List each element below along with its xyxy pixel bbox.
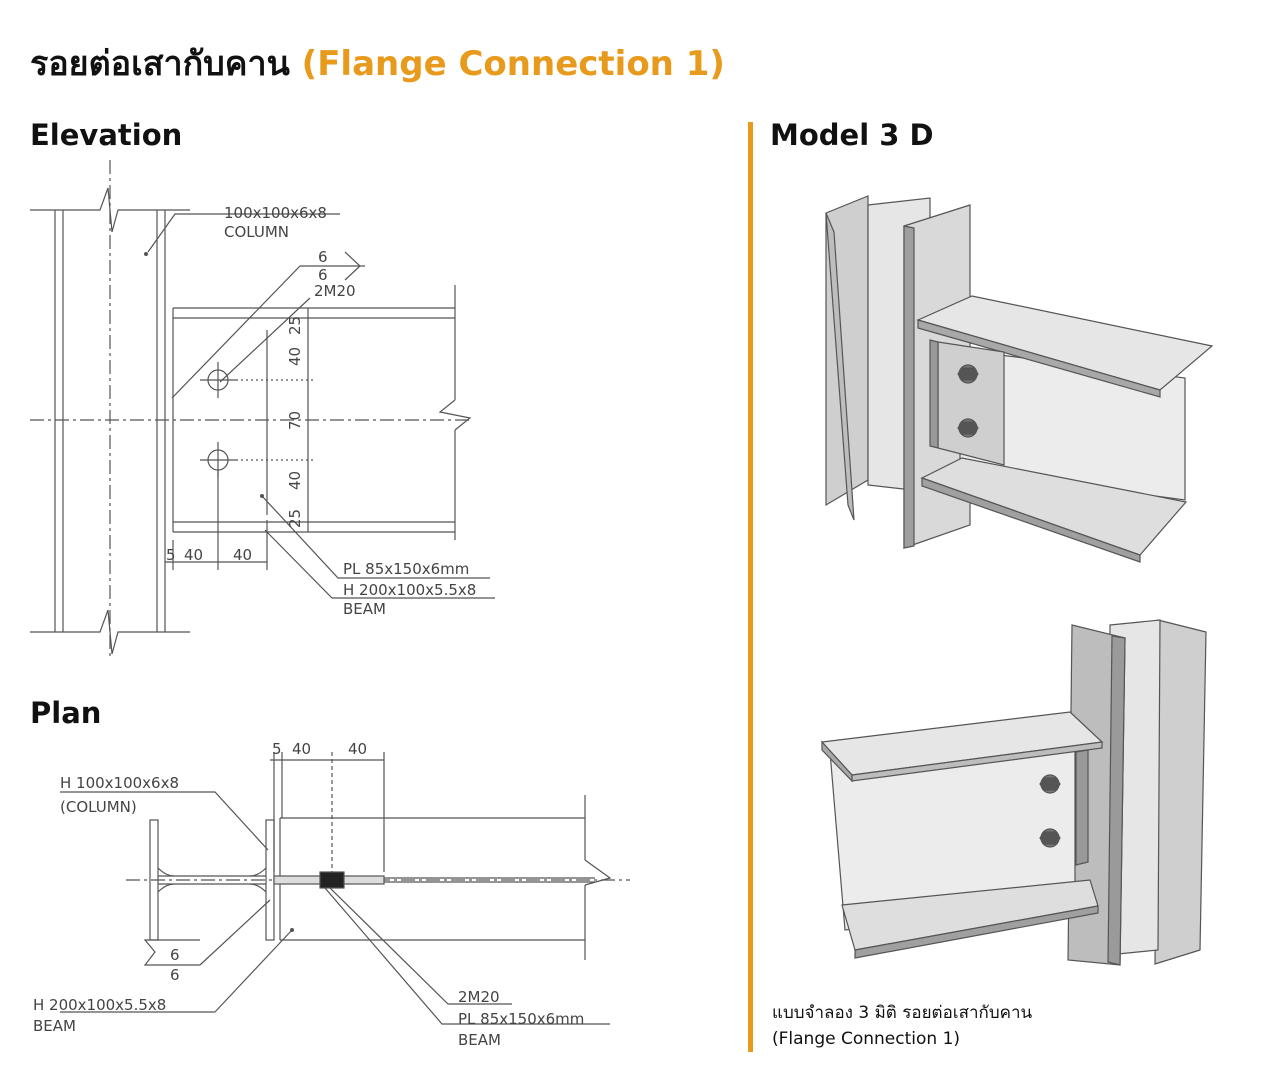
- plan-dim-h-3: 40: [348, 740, 367, 758]
- title-main: รอยต่อเสากับคาน: [30, 44, 290, 84]
- section-divider: [748, 122, 753, 1052]
- elev-plate-label: PL 85x150x6mm: [343, 560, 469, 578]
- elevation-heading: Elevation: [30, 118, 183, 152]
- plan-weld-top: 6: [170, 946, 180, 964]
- plan-column-label-2: (COLUMN): [60, 798, 137, 816]
- elev-dim-h-3: 40: [233, 546, 252, 564]
- plan-heading: Plan: [30, 696, 102, 730]
- elev-column-label-2: COLUMN: [224, 223, 289, 241]
- caption-line-2: (Flange Connection 1): [772, 1029, 961, 1049]
- elev-dim-h-1: 5: [166, 546, 176, 564]
- plan-beam-label-1: H 200x100x5.5x8: [33, 996, 166, 1014]
- elev-beam-label-1: H 200x100x5.5x8: [343, 581, 476, 599]
- page-title: รอยต่อเสากับคาน (Flange Connection 1): [30, 36, 725, 90]
- plan-beam-label-2: BEAM: [33, 1017, 76, 1035]
- plan-bolt-label: 2M20: [458, 988, 500, 1006]
- elev-column-label-1: 100x100x6x8: [224, 204, 327, 222]
- elev-dim-v-5: 25: [286, 509, 304, 528]
- plan-plate-label: PL 85x150x6mm: [458, 1010, 584, 1028]
- model-top: [825, 195, 1214, 563]
- elev-dim-h-2: 40: [184, 546, 203, 564]
- plan-plate-beam-label: BEAM: [458, 1031, 501, 1049]
- plan-dim-h-1: 5: [272, 740, 282, 758]
- elev-weld-bottom: 6: [318, 266, 328, 284]
- elev-dim-v-2: 40: [286, 347, 304, 366]
- elev-bolt-label: 2M20: [314, 282, 356, 300]
- model-bottom: [820, 619, 1207, 966]
- plan-column-label-1: H 100x100x6x8: [60, 774, 179, 792]
- plan-dim-h-2: 40: [292, 740, 311, 758]
- model-heading: Model 3 D: [770, 118, 934, 152]
- elev-dim-v-1: 25: [286, 316, 304, 335]
- elev-weld-top: 6: [318, 248, 328, 266]
- plan-weld-bottom: 6: [170, 966, 180, 984]
- title-sub: (Flange Connection 1): [301, 44, 725, 84]
- elev-dim-v-4: 40: [286, 471, 304, 490]
- elev-dim-v-3: 70: [286, 411, 304, 430]
- elev-beam-label-2: BEAM: [343, 600, 386, 618]
- model-caption: แบบจำลอง 3 มิติ รอยต่อเสากับคาน (Flange …: [772, 1000, 1032, 1052]
- caption-line-1: แบบจำลอง 3 มิติ รอยต่อเสากับคาน: [772, 1003, 1033, 1023]
